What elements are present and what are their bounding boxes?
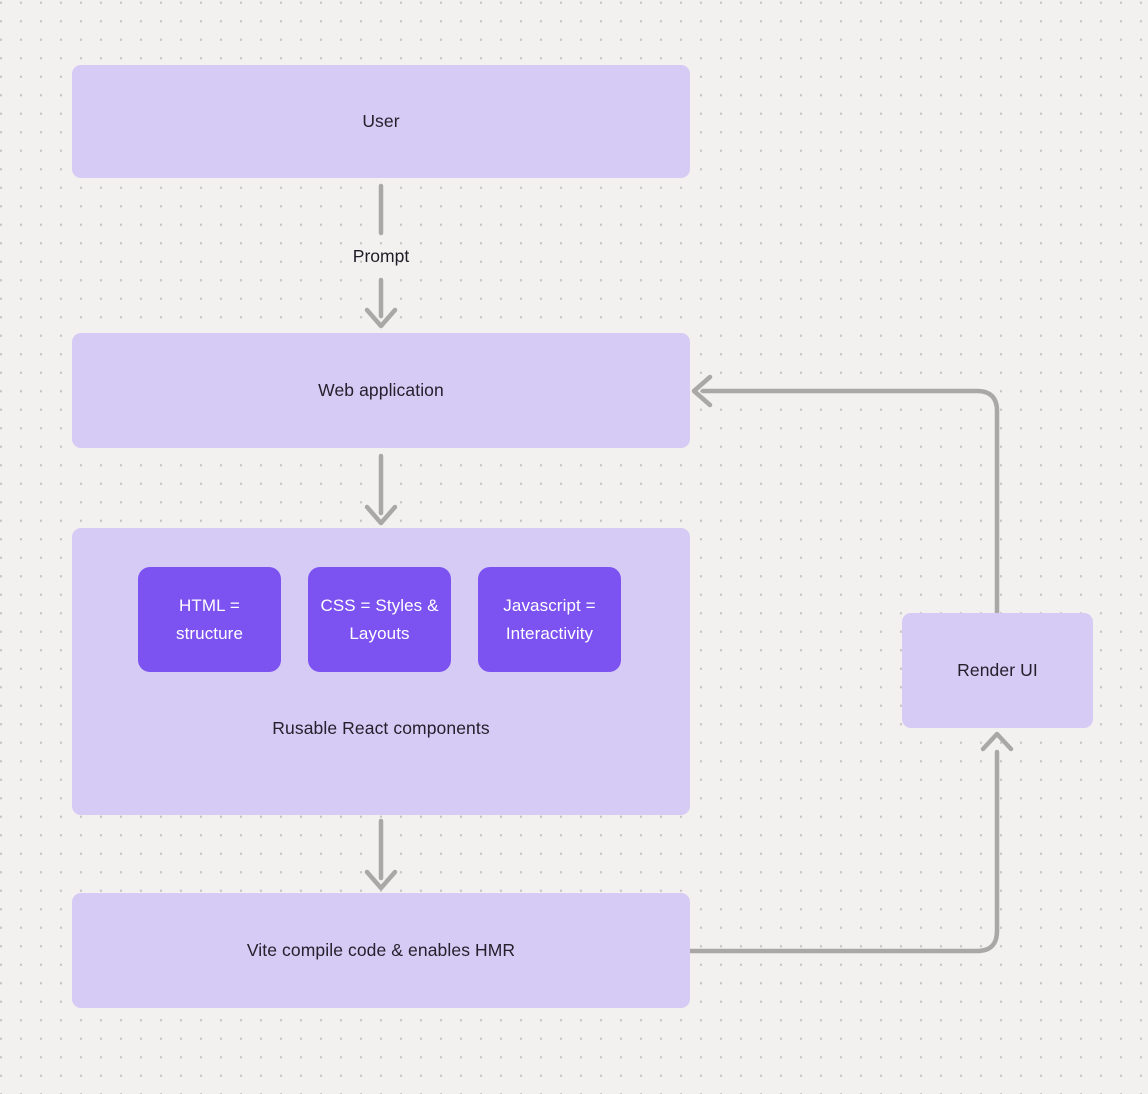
- components-group-caption: Rusable React components: [272, 718, 490, 738]
- node-render-ui-label: Render UI: [957, 660, 1038, 680]
- node-css-styles[interactable]: CSS = Styles & Layouts: [308, 567, 451, 672]
- node-user[interactable]: User: [72, 65, 690, 178]
- node-vite-label: Vite compile code & enables HMR: [246, 940, 516, 960]
- node-web-application[interactable]: Web application: [72, 333, 690, 448]
- node-html-structure[interactable]: HTML = structure: [138, 567, 281, 672]
- connector-components-to-vite: [364, 818, 398, 891]
- node-components-group[interactable]: HTML = structure CSS = Styles & Layouts …: [72, 528, 690, 815]
- node-render-ui[interactable]: Render UI: [902, 613, 1093, 728]
- node-user-label: User: [362, 111, 400, 131]
- edge-label-prompt: Prompt: [352, 246, 410, 266]
- node-vite[interactable]: Vite compile code & enables HMR: [72, 893, 690, 1008]
- node-html-structure-label: HTML = structure: [175, 595, 244, 643]
- node-web-application-label: Web application: [318, 380, 444, 400]
- connector-webapp-to-components: [364, 453, 398, 526]
- connector-render-to-webapp: [691, 374, 1000, 616]
- node-css-styles-label: CSS = Styles & Layouts: [320, 595, 439, 643]
- connector-user-to-webapp-lower: [364, 277, 398, 329]
- node-javascript-interactivity[interactable]: Javascript = Interactivity: [478, 567, 621, 672]
- node-javascript-interactivity-label: Javascript = Interactivity: [503, 595, 596, 643]
- connector-vite-to-render: [687, 731, 1014, 954]
